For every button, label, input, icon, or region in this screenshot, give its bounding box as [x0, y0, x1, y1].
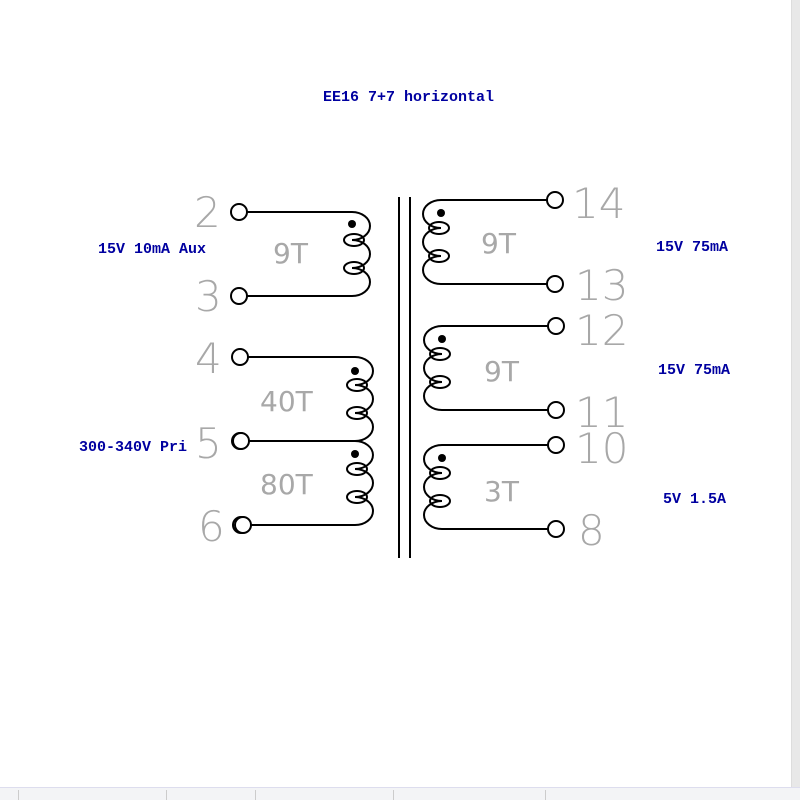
coil-loop	[429, 494, 451, 508]
status-separator	[18, 790, 19, 800]
pin-6: 6	[198, 502, 225, 551]
status-bar	[0, 787, 800, 800]
coil-loop	[429, 347, 451, 361]
terminal-circle	[232, 432, 250, 450]
terminal-circle	[547, 436, 565, 454]
terminal-circle	[234, 516, 252, 534]
coil	[423, 444, 443, 530]
coil-loop	[429, 466, 451, 480]
status-separator	[393, 790, 394, 800]
coil-loop	[346, 378, 368, 392]
pin-11: 11	[575, 388, 628, 437]
turns-sec3: 3T	[484, 475, 520, 508]
coil-loop	[428, 249, 450, 263]
coil-loop	[343, 261, 365, 275]
pin-8: 8	[578, 506, 605, 555]
coil-loop	[346, 406, 368, 420]
coil	[354, 440, 374, 526]
pin-3: 3	[195, 272, 222, 321]
terminal-circle	[546, 275, 564, 293]
turns-pri2: 80T	[260, 468, 314, 501]
terminal-circle	[547, 401, 565, 419]
coil	[354, 356, 374, 442]
pin-5: 5	[195, 419, 222, 468]
pin-13: 13	[575, 261, 628, 310]
coil-loop	[346, 490, 368, 504]
coil	[423, 325, 443, 411]
winding-label-sec3: 5V 1.5A	[663, 491, 726, 508]
status-separator	[166, 790, 167, 800]
polarity-dot	[351, 367, 359, 375]
coil-loop	[343, 233, 365, 247]
turns-sec2: 9T	[484, 355, 520, 388]
status-separator	[255, 790, 256, 800]
pin-2: 2	[194, 188, 221, 237]
polarity-dot	[438, 454, 446, 462]
terminal-circle	[230, 287, 248, 305]
terminal-circle	[546, 191, 564, 209]
coil-loop	[429, 375, 451, 389]
turns-pri1: 40T	[260, 385, 314, 418]
winding-label-sec1: 15V 75mA	[656, 239, 728, 256]
coil-loop	[428, 221, 450, 235]
status-separator	[545, 790, 546, 800]
pin-14: 14	[572, 179, 625, 228]
coil	[422, 199, 442, 285]
turns-aux: 9T	[273, 237, 309, 270]
diagram-title: EE16 7+7 horizontal	[323, 89, 494, 106]
coil	[351, 211, 371, 297]
terminal-circle	[547, 520, 565, 538]
terminal-circle	[547, 317, 565, 335]
polarity-dot	[348, 220, 356, 228]
pin-4: 4	[195, 334, 222, 383]
vertical-scrollbar[interactable]	[791, 0, 800, 788]
winding-label-aux: 15V 10mA Aux	[98, 241, 206, 258]
terminal-circle	[231, 348, 249, 366]
polarity-dot	[351, 450, 359, 458]
terminal-circle	[230, 203, 248, 221]
winding-label-primary: 300-340V Pri	[79, 439, 187, 456]
polarity-dot	[438, 335, 446, 343]
winding-label-sec2: 15V 75mA	[658, 362, 730, 379]
pin-12: 12	[575, 306, 628, 355]
pin-10: 10	[575, 424, 628, 473]
polarity-dot	[437, 209, 445, 217]
coil-loop	[346, 462, 368, 476]
turns-sec1: 9T	[481, 227, 517, 260]
